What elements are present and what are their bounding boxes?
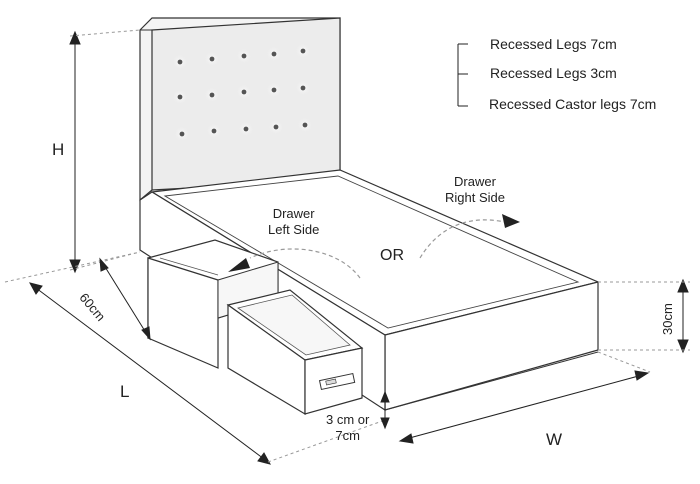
dimension-lines [4, 29, 690, 465]
tufting-button [273, 124, 279, 130]
drawer-direction-curves [249, 219, 506, 279]
width-label: W [546, 430, 563, 449]
or-label: OR [380, 247, 404, 264]
tufting-button [300, 85, 306, 91]
legend-item-legs-7cm: Recessed Legs 7cm [490, 36, 617, 52]
length-label: L [120, 382, 130, 401]
drawer-front [226, 289, 364, 416]
tufting-button [241, 53, 247, 59]
base-height-label: 30cm [660, 303, 675, 335]
tufting-button [271, 51, 277, 57]
drawer-left-line2: Left Side [268, 222, 320, 237]
drawer-left-label: Drawer Left Side [268, 206, 319, 238]
leg-height-line1: 3 cm or [326, 412, 370, 427]
headboard [139, 17, 341, 202]
tufting-button [241, 89, 247, 95]
tufting-button [177, 94, 183, 100]
drawer-right-label: Drawer Right Side [445, 174, 505, 206]
tufting-button [179, 131, 185, 137]
height-label: H [52, 140, 65, 159]
tufting-button [243, 126, 249, 132]
tufting-button [302, 122, 308, 128]
tufting-button [209, 56, 215, 62]
legend-item-legs-3cm: Recessed Legs 3cm [490, 65, 617, 81]
tufting-button [209, 92, 215, 98]
legend-item-castor-legs-7cm: Recessed Castor legs 7cm [489, 96, 657, 112]
drawer-arrowheads [228, 214, 520, 272]
tufting-buttons [172, 43, 313, 142]
tufting-button [211, 128, 217, 134]
leg-height-label: 3 cm or 7cm [326, 412, 369, 444]
tufting-button [177, 59, 183, 65]
drawer-right-line1: Drawer [454, 174, 496, 189]
drawer-right-line2: Right Side [445, 190, 505, 205]
tufting-button [300, 48, 306, 54]
leg-height-line2: 7cm [335, 428, 360, 443]
tufting-button [271, 87, 277, 93]
drawer-left-line1: Drawer [272, 206, 315, 221]
